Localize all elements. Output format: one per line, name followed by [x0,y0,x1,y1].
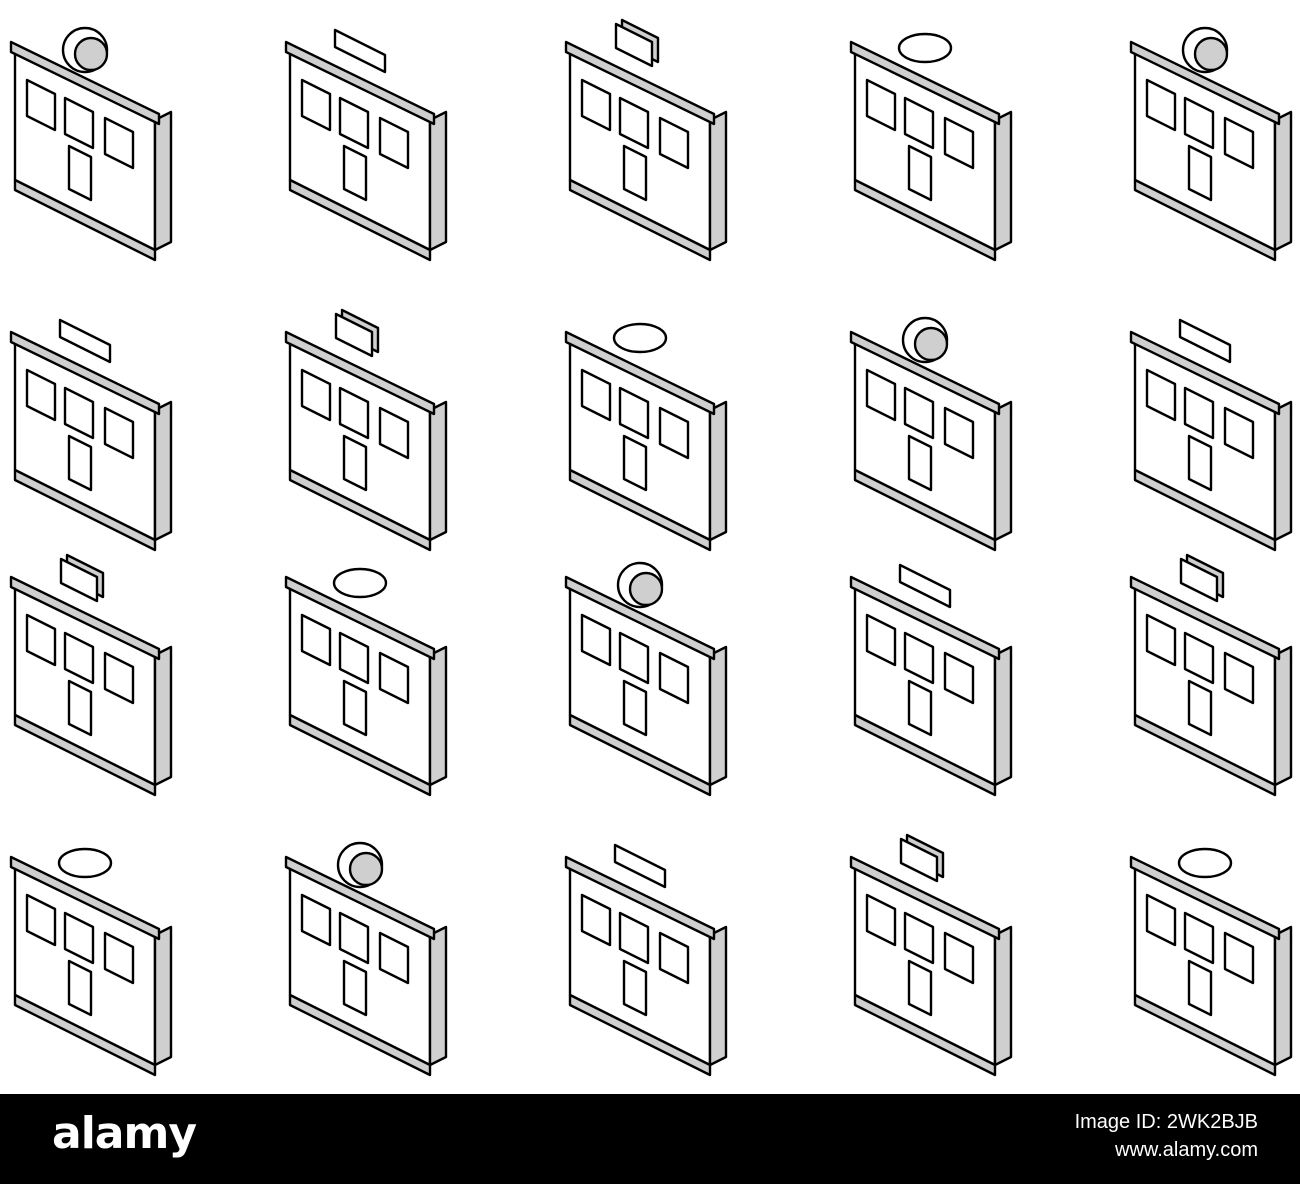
candy-shop-icon [5,545,205,797]
office-building-icon [560,545,760,797]
domed-building-icon [5,10,205,262]
hat-shop-icon [280,300,480,552]
car-dealer-icon [1125,300,1300,552]
office-building-icon-graphic [564,561,728,797]
theatre-building-icon-graphic [1129,847,1293,1077]
coffee-shop-icon-graphic [284,28,448,262]
fish-market-icon [560,10,760,262]
domed-building-icon-graphic [9,26,173,262]
market-stall-icon [280,545,480,797]
tailor-shop-icon-graphic [849,833,1013,1077]
footer-bar: alamy Image ID: 2WK2BJB www.alamy.com [0,1094,1300,1184]
coffee-roastery-icon [560,825,760,1077]
theatre-building-icon [1125,825,1300,1077]
bread-bakery-icon-graphic [9,847,173,1077]
police-station-icon [845,300,1045,552]
shoe-store-icon [845,545,1045,797]
drink-cafe-icon-graphic [284,841,448,1077]
bag-shop-icon-graphic [1129,553,1293,797]
website-text: www.alamy.com [1115,1139,1258,1161]
bakery-shop-icon [845,10,1045,262]
market-stall-icon-graphic [284,567,448,797]
hat-shop-icon-graphic [284,308,448,552]
coffee-roastery-icon-graphic [564,843,728,1077]
fruit-store-icon [1125,10,1300,262]
pharmacy-icon-graphic [9,318,173,552]
shoe-store-icon-graphic [849,563,1013,797]
fish-market-icon-graphic [564,18,728,262]
image-id-text: Image ID: 2WK2BJB [1074,1111,1258,1133]
pharmacy-icon [5,300,205,552]
tailor-shop-icon [845,825,1045,1077]
coffee-shop-icon [280,10,480,262]
bread-bakery-icon [5,825,205,1077]
bag-shop-icon [1125,545,1300,797]
image-id-block: Image ID: 2WK2BJB www.alamy.com [1075,1108,1258,1164]
alamy-logo[interactable]: alamy [52,1108,197,1159]
pizza-shop-icon [560,300,760,552]
police-station-icon-graphic [849,316,1013,552]
pizza-shop-icon-graphic [564,322,728,552]
car-dealer-icon-graphic [1129,318,1293,552]
bakery-shop-icon-graphic [849,32,1013,262]
drink-cafe-icon [280,825,480,1077]
fruit-store-icon-graphic [1129,26,1293,262]
candy-shop-icon-graphic [9,553,173,797]
icon-grid [5,10,1300,1077]
